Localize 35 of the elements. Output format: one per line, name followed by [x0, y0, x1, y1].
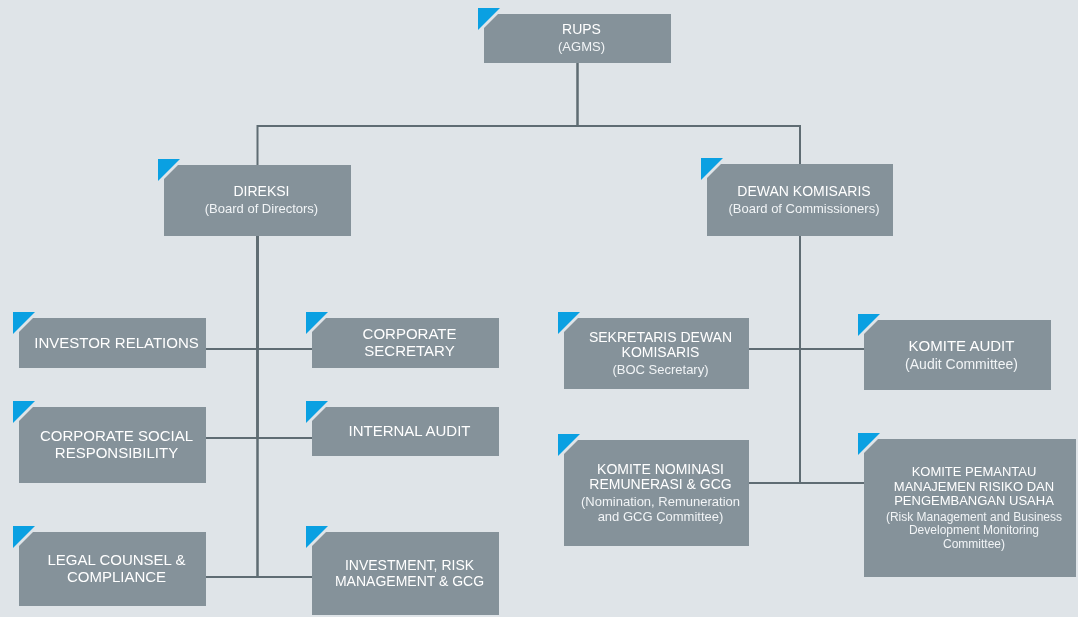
org-unit-box — [564, 318, 749, 389]
unit-subtitle: (Board of Directors) — [204, 202, 319, 217]
unit-name: INTERNAL AUDIT — [348, 423, 471, 440]
org-unit-box — [564, 440, 749, 546]
org-unit-box — [312, 532, 499, 615]
unit-subtitle: (Nomination, Remuneration and GCG Committee) — [580, 495, 741, 525]
connector-line — [576, 62, 801, 165]
unit-name: KOMITE AUDIT — [908, 337, 1015, 355]
unit-subtitle: (Board of Commissioners) — [728, 201, 880, 217]
unit-name: INVESTMENT, RISK MANAGEMENT & GCG — [333, 557, 486, 590]
unit-name: SEKRETARIS DEWAN KOMISARIS — [587, 329, 734, 361]
unit-name: CORPORATE SOCIAL RESPONSIBILITY — [38, 428, 195, 462]
unit-subtitle: (Audit Committee) — [905, 356, 1018, 373]
unit-subtitle: (BOC Secretary) — [612, 362, 709, 378]
org-unit-box — [312, 407, 499, 456]
org-unit-box — [864, 439, 1076, 577]
unit-subtitle: (AGMS) — [558, 40, 605, 55]
unit-name: DEWAN KOMISARIS — [737, 183, 871, 200]
unit-name: LEGAL COUNSEL & COMPLIANCE — [46, 552, 187, 586]
org-unit-box — [484, 14, 671, 63]
unit-name: INVESTOR RELATIONS — [34, 334, 199, 352]
unit-name: RUPS — [562, 22, 601, 39]
org-unit-box — [19, 407, 206, 483]
org-unit-box — [164, 165, 351, 236]
unit-name: CORPORATE SECRETARY — [361, 326, 458, 360]
org-unit-box — [19, 532, 206, 606]
unit-subtitle: (Risk Management and Business Development Monitoring Committee) — [884, 510, 1064, 551]
unit-name: DIREKSI — [233, 184, 290, 201]
unit-name: KOMITE NOMINASI REMUNERASI & GCG — [588, 461, 733, 494]
connector-line — [799, 235, 865, 484]
org-unit-box — [707, 164, 893, 236]
org-unit-box — [312, 318, 499, 368]
unit-name: KOMITE PEMANTAU MANAJEMEN RISIKO DAN PENGEMBANGAN USAHA — [892, 465, 1056, 509]
org-unit-box — [19, 318, 206, 368]
org-unit-box — [864, 320, 1051, 390]
